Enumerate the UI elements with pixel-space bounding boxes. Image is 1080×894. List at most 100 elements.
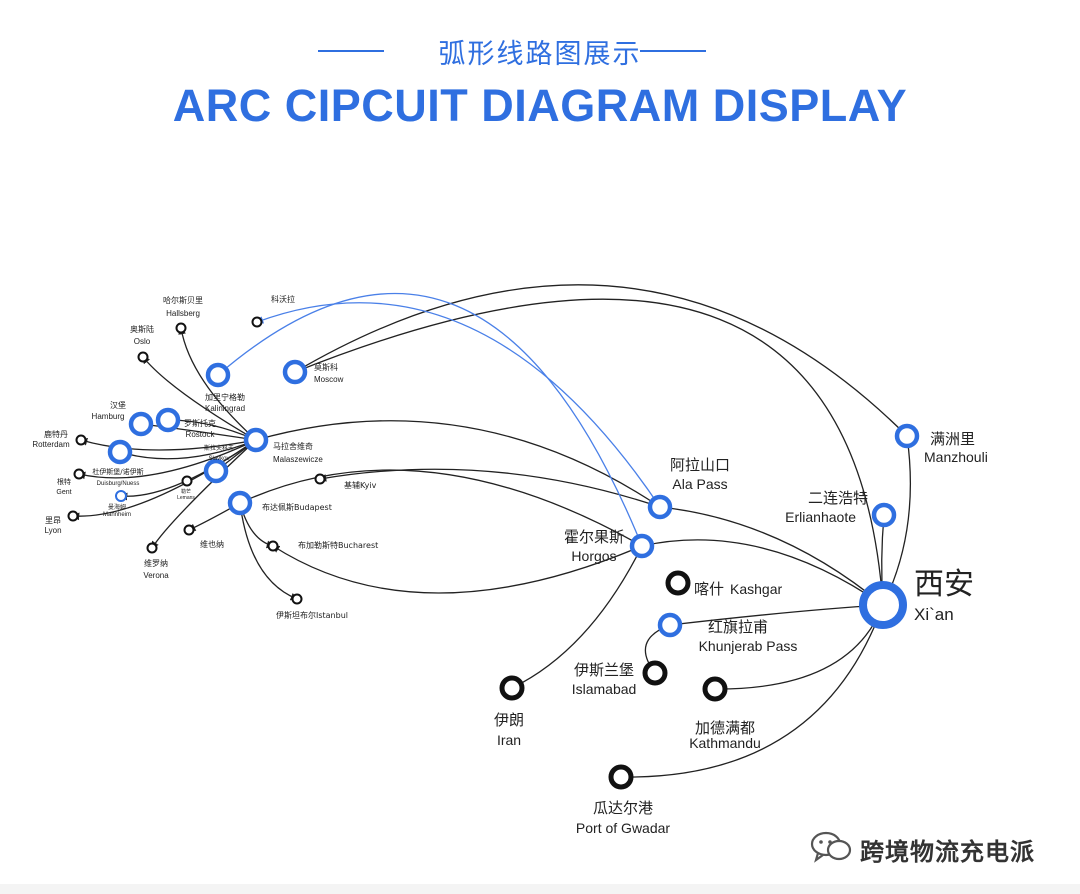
node-xian — [859, 581, 907, 629]
arc-alapass-to-kolyuk — [255, 302, 661, 508]
arc-horgos-to-kaliningrad — [216, 292, 643, 547]
node-slavkov — [203, 458, 229, 484]
arc-malaszewicze-to-gent — [77, 439, 257, 480]
label-zh-erlianhaote: 二连浩特 — [808, 489, 868, 507]
node-kathmandu — [702, 676, 728, 702]
arc-alapass-to-kyiv — [318, 468, 661, 508]
wechat-icon — [810, 831, 852, 863]
arc-manzhouli-to-moscow — [293, 284, 908, 437]
node-hallsberg — [175, 322, 187, 334]
label-en-alapass: Ala Pass — [672, 476, 727, 492]
node-mannheim — [115, 490, 127, 502]
label-zh-hallsberg: 哈尔斯贝里 — [163, 295, 203, 305]
node-rostock — [155, 407, 181, 433]
label-zh-duisburg: 杜伊斯堡/诺伊斯 — [92, 467, 143, 476]
node-istanbul — [291, 593, 303, 605]
node-iran — [499, 675, 525, 701]
arc-malaszewicze-to-verona — [151, 439, 257, 550]
arc-horgos-to-bucharest — [271, 545, 643, 594]
arc-malaszewicze-to-hallsberg — [178, 326, 257, 441]
label-zh-manzhouli: 满洲里 — [930, 430, 975, 448]
label-zh-lemans: 勒芒 — [181, 488, 191, 495]
subtitle-rule-left — [318, 50, 384, 52]
node-horgos — [629, 533, 655, 559]
label-zh-hamburg: 汉堡 — [110, 400, 126, 410]
node-gwadar — [608, 764, 634, 790]
label-zh-verona: 维罗纳 — [144, 558, 168, 568]
arc-xian-to-khunjerab — [668, 604, 884, 629]
arc-budapest-to-istanbul — [239, 502, 299, 601]
label-en-rotterdam: Rotterdam — [32, 440, 70, 449]
label-en-mannheim: Mannheim — [103, 512, 131, 518]
arc-xian-to-alapass — [658, 503, 884, 606]
page-title: ARC CIPCUIT DIAGRAM DISPLAY — [172, 80, 908, 131]
route-arcs — [71, 284, 912, 781]
arc-malaszewicze-to-rotterdam — [79, 437, 257, 451]
label-en-duisburg: Duisburg/Nuess — [97, 481, 140, 487]
node-kashgar — [665, 570, 691, 596]
label-zh-oslo: 奥斯陆 — [130, 324, 154, 334]
label-en-malaszewicze: Malaszewicze — [273, 455, 323, 464]
label-en-khunjerab: Khunjerab Pass — [699, 638, 798, 654]
label-en-slavkov: Slavkov — [208, 456, 229, 462]
node-kolyuk — [251, 316, 263, 328]
label-en-gwadar: Port of Gwadar — [576, 820, 670, 836]
label-zh-malaszewicze: 马拉舍维奇 — [273, 441, 313, 451]
node-duisburg — [107, 439, 133, 465]
label-en-manzhouli: Manzhouli — [924, 449, 988, 465]
label-en-gent: Gent — [56, 489, 71, 496]
label-zh-islamabad: 伊斯兰堡 — [574, 661, 634, 679]
node-moscow — [282, 359, 308, 385]
label-en-kaliningrad: Kaliningrad — [205, 404, 245, 413]
label-en-horgos: Horgos — [571, 548, 616, 564]
label-zh-istanbul: 伊斯坦布尔Istanbul — [276, 610, 348, 620]
label-zh-rotterdam: 鹿特丹 — [44, 429, 68, 439]
subtitle-rule-right — [640, 50, 706, 52]
label-en-islamabad: Islamabad — [572, 681, 637, 697]
bottom-strip — [0, 884, 1080, 894]
label-zh-xian: 西安 — [914, 567, 974, 602]
label-zh-gwadar: 瓜达尔港 — [593, 799, 653, 817]
arc-malaszewicze-to-oslo — [142, 355, 257, 441]
label-en-kathmandu: Kathmandu — [689, 735, 761, 751]
label-en-iran: Iran — [497, 732, 521, 748]
watermark: 跨境物流充电派 — [810, 828, 1070, 868]
arc-alapass-to-malaszewicze — [254, 420, 661, 508]
label-en-lemans: Lemans — [177, 495, 195, 501]
label-zh-kyiv: 基辅Kyiv — [344, 480, 377, 490]
label-zh-iran: 伊朗 — [494, 711, 524, 729]
node-alapass — [647, 494, 673, 520]
label-en-hamburg: Hamburg — [92, 412, 125, 421]
label-en-erlianhaote: Erlianhaote — [785, 509, 856, 525]
label-zh-lyon: 里昂 — [45, 516, 61, 525]
label-zh-kolyuk: 科沃拉 — [271, 294, 295, 304]
label-zh-alapass: 阿拉山口 — [670, 456, 730, 474]
node-manzhouli — [894, 423, 920, 449]
label-zh-kashgar: 喀什 — [694, 580, 724, 598]
arc-horgos-to-budapest — [238, 469, 643, 547]
label-zh-slavkov: 斯拉夫科夫 — [204, 444, 234, 452]
page-subtitle: 弧形线路图展示 — [438, 39, 642, 70]
node-malaszewicze — [243, 427, 269, 453]
label-zh-bucharest: 布加勒斯特Bucharest — [298, 540, 378, 550]
node-erlianhaote — [871, 502, 897, 528]
label-zh-rostock: 罗斯托克 — [184, 418, 216, 428]
node-kyiv — [314, 473, 326, 485]
label-en-verona: Verona — [143, 571, 169, 580]
label-zh-vienna: 维也纳 — [200, 539, 224, 549]
label-en-rostock: Rostock — [186, 430, 216, 439]
label-en-lyon: Lyon — [44, 526, 61, 535]
node-bucharest — [267, 540, 279, 552]
label-zh-budapest: 布达佩斯Budapest — [262, 502, 332, 512]
label-en-hallsberg: Hallsberg — [166, 309, 200, 318]
label-en-oslo: Oslo — [134, 337, 151, 346]
label-zh-kaliningrad: 加里宁格勒 — [205, 392, 245, 402]
arc-xian-to-gwadar — [619, 604, 884, 781]
watermark-text: 跨境物流充电派 — [860, 838, 1035, 866]
node-hamburg — [128, 411, 154, 437]
node-khunjerab — [657, 612, 683, 638]
label-en-xian: Xi`an — [914, 605, 954, 624]
node-lemans — [181, 475, 193, 487]
